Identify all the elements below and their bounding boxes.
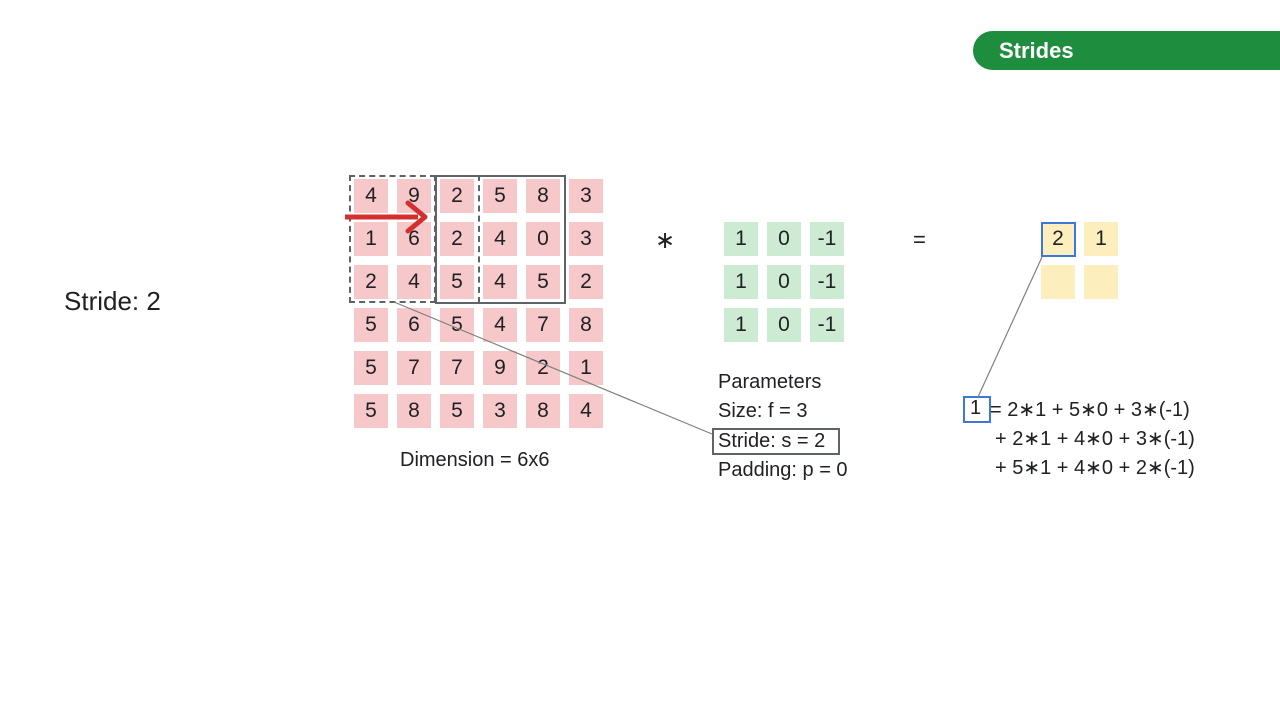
input-matrix-cell: 9 bbox=[483, 351, 517, 385]
input-matrix-cell: 3 bbox=[569, 222, 603, 256]
calculation-line-2: + 2∗1 + 4∗0 + 3∗(-1) bbox=[995, 428, 1195, 450]
dimension-label: Dimension = 6x6 bbox=[400, 449, 550, 471]
input-matrix-cell: 1 bbox=[354, 222, 388, 256]
previous-window-outline bbox=[349, 175, 436, 303]
parameters-title: Parameters bbox=[718, 371, 822, 393]
parameter-stride: Stride: s = 2 bbox=[718, 430, 826, 452]
input-matrix-cell: 2 bbox=[354, 265, 388, 299]
input-matrix-cell: 5 bbox=[483, 179, 517, 213]
output-matrix-cell bbox=[1041, 265, 1075, 299]
input-matrix-cell: 5 bbox=[526, 265, 560, 299]
output-highlight-box bbox=[1041, 222, 1076, 257]
filter-matrix-cell: 1 bbox=[724, 265, 758, 299]
input-matrix-cell: 6 bbox=[397, 308, 431, 342]
filter-matrix-cell: 0 bbox=[767, 308, 801, 342]
input-matrix-cell: 1 bbox=[569, 351, 603, 385]
input-matrix-cell: 8 bbox=[526, 179, 560, 213]
input-matrix-cell: 4 bbox=[483, 308, 517, 342]
input-matrix-cell: 5 bbox=[440, 394, 474, 428]
input-matrix-cell: 4 bbox=[483, 265, 517, 299]
filter-matrix-cell: 1 bbox=[724, 308, 758, 342]
input-matrix-cell: 2 bbox=[440, 222, 474, 256]
input-matrix-cell: 0 bbox=[526, 222, 560, 256]
input-matrix-cell: 4 bbox=[483, 222, 517, 256]
window-overlap-divider bbox=[478, 175, 480, 303]
input-matrix-cell: 8 bbox=[526, 394, 560, 428]
result-to-output-connector bbox=[977, 256, 1043, 398]
output-matrix-cell: 2 bbox=[1041, 222, 1075, 256]
equals-operator: = bbox=[913, 227, 926, 252]
input-matrix-cell: 3 bbox=[483, 394, 517, 428]
result-highlight-box bbox=[963, 396, 991, 423]
stride-label: Stride: 2 bbox=[64, 286, 161, 316]
current-window-outline bbox=[435, 175, 566, 304]
input-matrix-cell: 5 bbox=[440, 265, 474, 299]
input-matrix-cell: 5 bbox=[354, 308, 388, 342]
input-matrix-cell: 7 bbox=[397, 351, 431, 385]
calculation-result: 1 bbox=[970, 397, 982, 419]
calculation-line-1: = 2∗1 + 5∗0 + 3∗(-1) bbox=[990, 399, 1190, 421]
input-matrix-cell: 7 bbox=[440, 351, 474, 385]
input-matrix-cell: 3 bbox=[569, 179, 603, 213]
filter-matrix-cell: -1 bbox=[810, 222, 844, 256]
input-matrix-cell: 2 bbox=[526, 351, 560, 385]
input-matrix-cell: 2 bbox=[569, 265, 603, 299]
input-matrix-cell: 5 bbox=[440, 308, 474, 342]
calculation-line-3: + 5∗1 + 4∗0 + 2∗(-1) bbox=[995, 457, 1195, 479]
section-tag: Strides bbox=[973, 31, 1280, 70]
output-matrix-cell: 1 bbox=[1084, 222, 1118, 256]
input-matrix-cell: 4 bbox=[569, 394, 603, 428]
input-matrix-cell: 4 bbox=[397, 265, 431, 299]
parameter-padding: Padding: p = 0 bbox=[718, 459, 848, 481]
filter-matrix-cell: 0 bbox=[767, 222, 801, 256]
stride-highlight-box bbox=[712, 428, 840, 455]
filter-matrix-cell: 1 bbox=[724, 222, 758, 256]
input-matrix-cell: 8 bbox=[569, 308, 603, 342]
filter-matrix-cell: -1 bbox=[810, 308, 844, 342]
parameter-size: Size: f = 3 bbox=[718, 400, 808, 422]
filter-matrix-cell: -1 bbox=[810, 265, 844, 299]
input-matrix-cell: 2 bbox=[440, 179, 474, 213]
input-matrix-cell: 5 bbox=[354, 351, 388, 385]
input-matrix-cell: 4 bbox=[354, 179, 388, 213]
output-matrix-cell bbox=[1084, 265, 1118, 299]
convolution-operator: ∗ bbox=[655, 227, 676, 254]
input-matrix-cell: 8 bbox=[397, 394, 431, 428]
input-matrix-cell: 5 bbox=[354, 394, 388, 428]
input-matrix-cell: 7 bbox=[526, 308, 560, 342]
filter-matrix-cell: 0 bbox=[767, 265, 801, 299]
